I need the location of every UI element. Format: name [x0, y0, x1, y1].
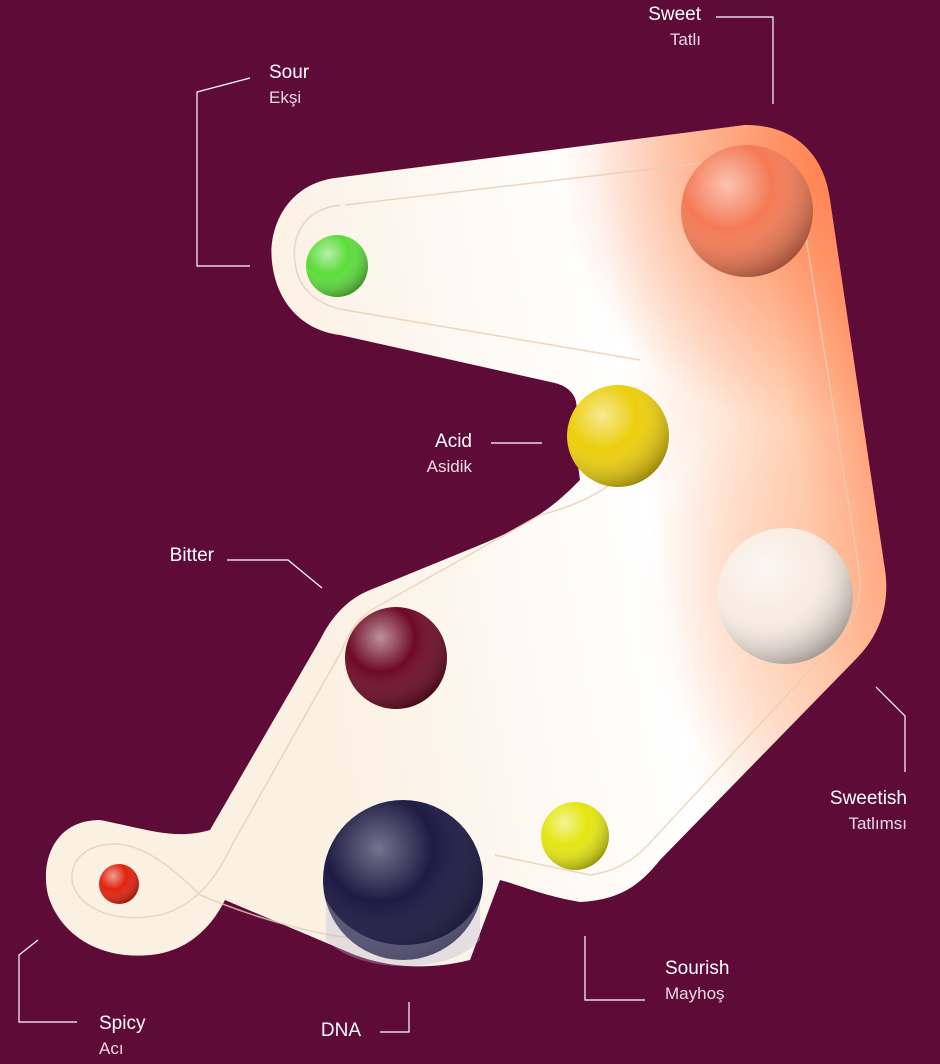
acid-sphere [567, 385, 669, 487]
sour-sphere [306, 235, 368, 297]
sourish-label: Sourish Mayhoş [665, 958, 729, 1004]
sweet-leader [716, 17, 773, 104]
sourish-label-en: Sourish [665, 958, 729, 981]
sour-label-tr: Ekşi [269, 88, 309, 108]
spicy-leader [19, 940, 77, 1022]
sourish-sphere [541, 802, 609, 870]
sweetish-leader [876, 687, 905, 772]
spicy-label-en: Spicy [99, 1013, 145, 1036]
sweetish-label-en: Sweetish [760, 788, 907, 811]
dna-sphere [323, 800, 483, 966]
sour-label-en: Sour [269, 62, 309, 85]
dna-leader [380, 1002, 409, 1032]
sweetish-sphere [717, 528, 853, 664]
bitter-sphere [345, 607, 447, 709]
sourish-label-tr: Mayhoş [665, 984, 729, 1004]
sweet-label-en: Sweet [560, 4, 701, 27]
bitter-label: Bitter [110, 545, 214, 568]
acid-label: Acid Asidik [380, 431, 472, 477]
spicy-label: Spicy Acı [99, 1013, 145, 1059]
bitter-label-en: Bitter [110, 545, 214, 568]
acid-label-tr: Asidik [380, 457, 472, 477]
dna-label: DNA [300, 1020, 361, 1043]
sweetish-label: Sweetish Tatlımsı [760, 788, 907, 834]
sweetish-label-tr: Tatlımsı [760, 814, 907, 834]
sourish-leader [585, 936, 645, 1000]
sweet-label-tr: Tatlı [560, 30, 701, 50]
sour-label: Sour Ekşi [269, 62, 309, 108]
acid-label-en: Acid [380, 431, 472, 454]
sour-leader [197, 78, 250, 266]
sweet-label: Sweet Tatlı [560, 4, 701, 50]
spicy-sphere [99, 864, 139, 904]
spicy-label-tr: Acı [99, 1039, 145, 1059]
dna-label-en: DNA [300, 1020, 361, 1043]
sweet-sphere [681, 145, 813, 277]
bitter-leader [227, 560, 322, 588]
